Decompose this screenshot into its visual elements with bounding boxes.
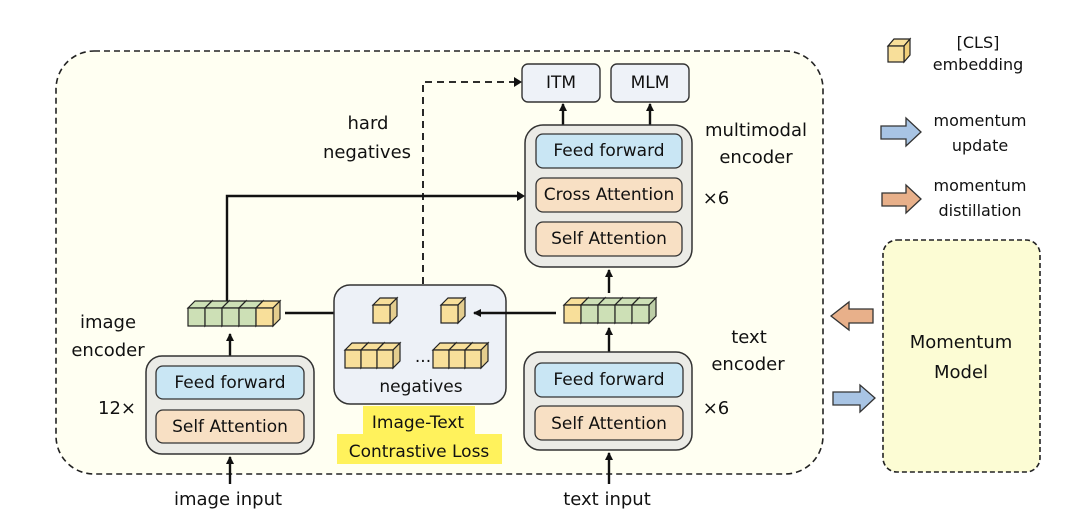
image-layer-self-attention: Self Attention [172,417,288,437]
multimodal-encoder: Feed forward Cross Attention Self Attent… [524,124,693,268]
negatives-label: negatives [379,377,462,397]
hard-negatives-arrowhead [514,77,522,87]
image-encoder-label-line2: encoder [71,340,145,361]
legend-update-line2: update [952,136,1008,155]
cross-attention-arrowhead [517,191,525,201]
image-cls-token [254,299,282,328]
itm-label: ITM [546,73,576,93]
legend-distill-line1: momentum [934,176,1027,195]
itm-head: ITM [521,63,601,103]
image-cls-embedding [371,296,399,325]
momentum-distillation-arrow [829,300,874,332]
negatives-ellipsis: ... [415,347,431,367]
image-encoder-label-line1: image [80,312,136,333]
momentum-model-label-line2: Model [934,362,988,383]
multimodal-encoder-label-line2: encoder [719,147,793,168]
mlm-label: MLM [631,73,670,93]
cls-embedding-legend-icon [886,37,912,64]
loss-highlight-2 [337,434,502,464]
contrastive-loss-label-line1: Image-Text [372,413,465,433]
legend-distill-line2: distillation [939,201,1022,220]
text-layer-self-attention: Self Attention [551,414,667,434]
image-encoder-repeat: 12× [98,398,136,419]
negative-embedding [463,341,490,370]
loss-highlight-1 [363,406,475,434]
contrastive-loss-label-line2: Contrastive Loss [349,442,490,462]
image-encoder: Feed forward Self Attention [145,355,315,455]
text-cls-embedding [439,296,467,325]
legend: [CLS] embedding momentum update momentum… [880,33,1027,220]
image-layer-feed-forward: Feed forward [174,373,285,393]
multimodal-layer-feed-forward: Feed forward [553,141,664,161]
text-layer-feed-forward: Feed forward [553,370,664,390]
image-feature-tokens [186,299,282,328]
legend-cls-line2: embedding [933,55,1023,74]
multimodal-layer-self-attention: Self Attention [551,229,667,249]
legend-update-line1: momentum [934,111,1027,130]
text-input-label: text input [563,489,651,510]
text-token [630,296,658,325]
mlm-head: MLM [610,63,690,103]
negative-embeddings [343,296,490,370]
image-features-to-cross-attention-arrow [225,194,519,302]
text-feature-tokens [562,296,658,325]
momentum-model-box [882,239,1041,473]
hard-negatives-dashed-arrow [422,81,518,284]
text-encoder-label-line2: encoder [711,354,785,375]
momentum-model-label-line1: Momentum [910,332,1013,353]
multimodal-encoder-label-line1: multimodal [705,120,807,141]
momentum-distillation-legend-icon [881,183,922,215]
text-encoder: Feed forward Self Attention [523,351,693,451]
momentum-update-legend-icon [880,116,922,148]
hard-negatives-label-line1: hard [348,113,389,134]
text-encoder-label-line1: text [731,327,767,348]
negative-embedding [375,341,402,370]
text-encoder-repeat: ×6 [703,398,730,419]
multimodal-layer-cross-attention: Cross Attention [544,185,674,205]
momentum-update-arrow [832,383,876,414]
multimodal-encoder-repeat: ×6 [703,188,730,209]
hard-negatives-label-line2: negatives [323,142,411,163]
legend-cls-line1: [CLS] [957,33,1000,52]
image-input-label: image input [174,489,282,510]
